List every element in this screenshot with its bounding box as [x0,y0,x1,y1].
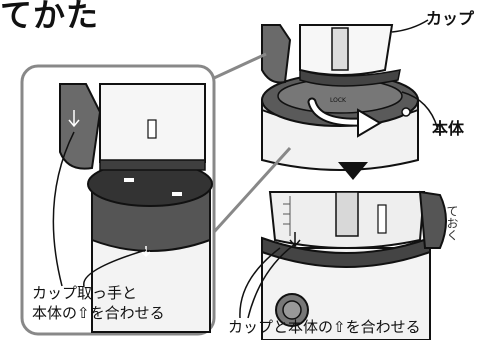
rotation-arrow-icon [357,108,382,138]
bottom-blender-illustration [261,190,447,340]
down-triangle-icon [338,162,368,180]
handle-up-arrow-mark-icon [68,110,80,128]
body-label: 本体 [432,119,465,138]
bottom-leader-line-2 [239,247,281,319]
side-text: ておく [445,205,459,241]
up-arrow-mark-icon [289,232,301,248]
bottom-label: カップと本体の⇧を合わせる [228,318,421,336]
detail-callout [20,52,292,336]
detail-label-line1: カップ取っ手と [32,284,138,302]
page-heading: てかた [0,0,100,34]
cup-leader-line [391,19,429,33]
detail-label-line2: 本体の⇧を合わせる [32,304,165,322]
svg-text:LOCK: LOCK [330,97,347,104]
cup-label: カップ [426,9,475,28]
top-blender-illustration: LOCK [261,24,419,171]
bottom-leader-line-1 [247,243,296,319]
body-leader-line [401,91,439,131]
